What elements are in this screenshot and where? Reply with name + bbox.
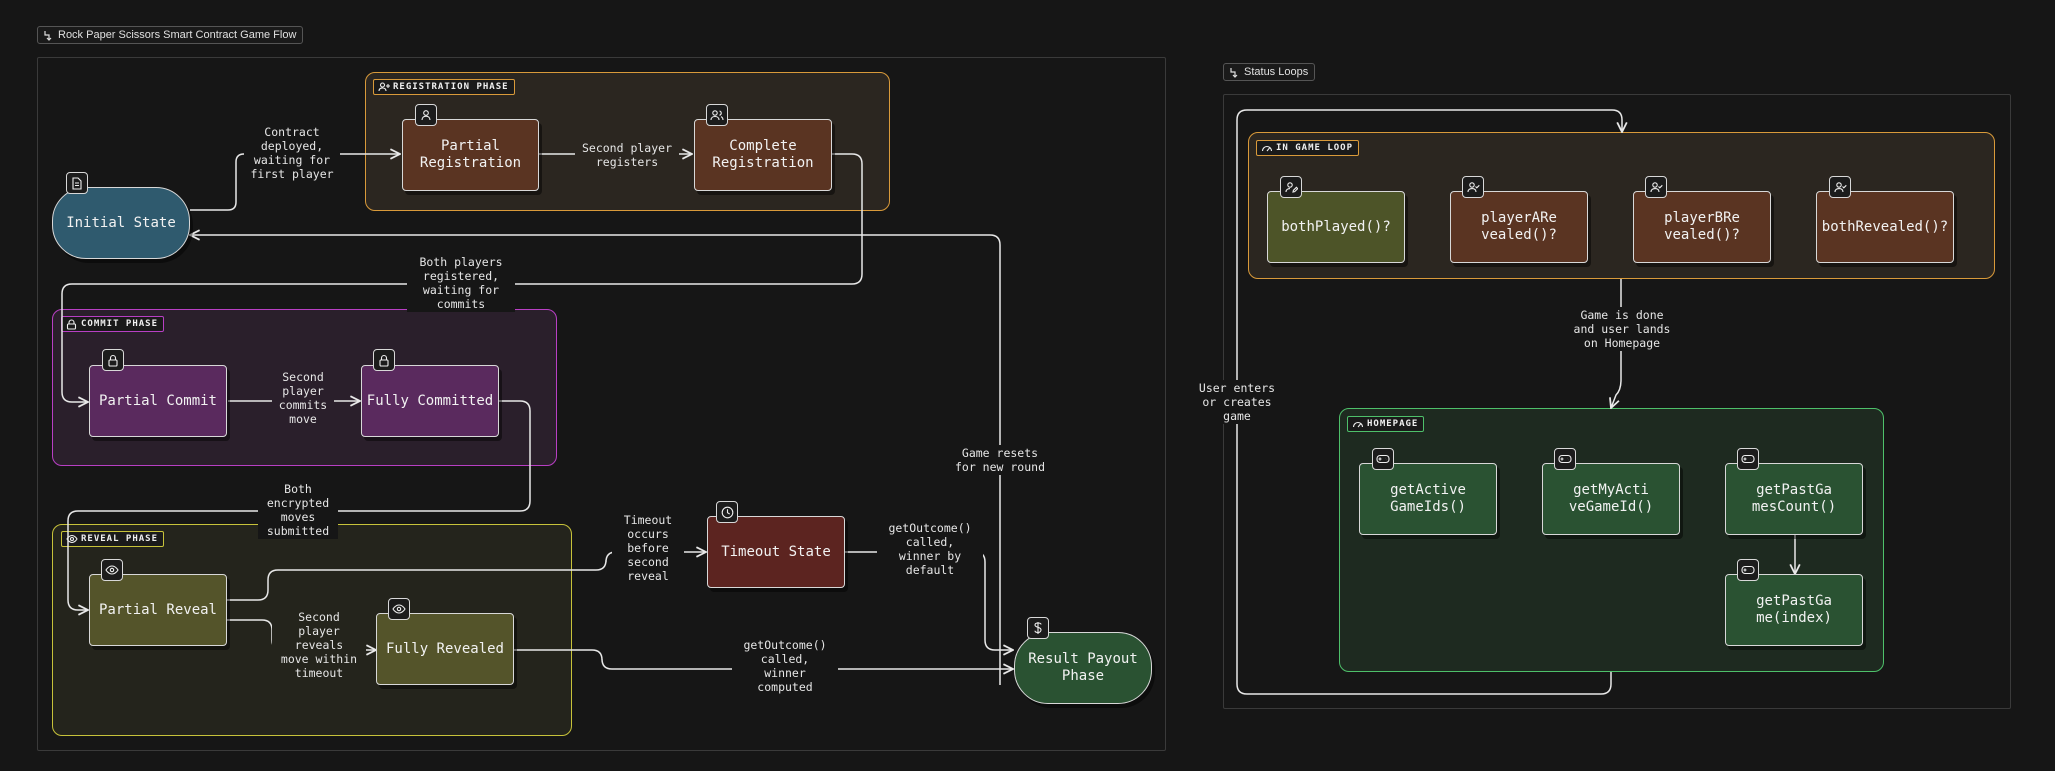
node-both-revealed[interactable]: bothRevealed()? [1816, 191, 1954, 263]
user-icon [415, 104, 437, 126]
edge-outcome-computed [514, 649, 1013, 669]
node-fully-committed[interactable]: Fully Committed [361, 365, 499, 437]
node-player-b-revealed[interactable]: playerBRe vealed()? [1633, 191, 1771, 263]
clock-icon [716, 501, 738, 523]
eye-icon [101, 559, 123, 581]
user-pen-icon [1280, 176, 1302, 198]
registration-phase-label: REGISTRATION PHASE [373, 79, 515, 95]
edge-label-game-done: Game is done and user lands on Homepage [1566, 307, 1678, 351]
gamepad-icon [1554, 448, 1576, 470]
edge-game-done [1611, 279, 1622, 408]
eye-icon [66, 534, 78, 547]
node-get-active-game-ids[interactable]: getActive GameIds() [1359, 463, 1497, 535]
gamepad-icon [1737, 448, 1759, 470]
edge-timeout-occurs [227, 552, 706, 601]
homepage-label: HOMEPAGE [1347, 416, 1425, 432]
edge-game-resets [190, 235, 1001, 685]
users-icon [706, 104, 728, 126]
edge-contract-deployed [190, 154, 400, 211]
lock-icon [373, 349, 395, 371]
flow-icon [43, 30, 54, 44]
edge-label-timeout-occurs: Timeout occurs before second reveal [612, 512, 684, 584]
dollar-icon [1027, 617, 1049, 639]
node-timeout-state[interactable]: Timeout State [707, 516, 845, 588]
edge-label-user-enters: User enters or creates game [1193, 380, 1281, 424]
eye-icon [388, 598, 410, 620]
node-partial-reveal[interactable]: Partial Reveal [89, 574, 227, 646]
node-get-past-games-count[interactable]: getPastGa mesCount() [1725, 463, 1863, 535]
document-icon [66, 172, 88, 194]
edge-label-both-submitted: Both encrypted moves submitted [258, 481, 338, 539]
edge-label-game-resets: Game resets for new round [945, 445, 1055, 475]
commit-phase-label: COMMIT PHASE [61, 316, 165, 333]
node-partial-commit[interactable]: Partial Commit [89, 365, 227, 437]
gamepad-icon [1737, 559, 1759, 581]
in-game-loop-label: IN GAME LOOP [1256, 140, 1360, 156]
gauge-icon [1261, 143, 1273, 156]
edge-label-second-player-commits: Second player commits move [272, 369, 334, 427]
node-both-played[interactable]: bothPlayed()? [1267, 191, 1405, 263]
gauge-icon [1352, 419, 1364, 432]
node-initial-state[interactable]: Initial State [52, 187, 190, 259]
node-complete-registration[interactable]: Complete Registration [694, 119, 832, 191]
user-check-icon [1645, 176, 1667, 198]
flow-icon [1229, 67, 1240, 81]
lock-icon [102, 349, 124, 371]
edge-label-outcome-computed: getOutcome() called, winner computed [732, 637, 838, 695]
user-check-icon [1462, 176, 1484, 198]
edge-label-outcome-default: getOutcome() called, winner by default [877, 520, 983, 578]
node-fully-revealed[interactable]: Fully Revealed [376, 613, 514, 685]
node-partial-registration[interactable]: Partial Registration [402, 119, 539, 191]
node-get-past-game[interactable]: getPastGa me(index) [1725, 574, 1863, 646]
edge-label-contract-deployed: Contract deployed, waiting for first pla… [244, 124, 340, 182]
node-player-a-revealed[interactable]: playerARe vealed()? [1450, 191, 1588, 263]
user-plus-icon [378, 82, 390, 95]
edge-label-second-player-registers: Second player registers [575, 140, 679, 170]
node-get-my-active-game-id[interactable]: getMyActi veGameId() [1542, 463, 1680, 535]
node-result-payout[interactable]: Result Payout Phase [1014, 632, 1152, 704]
game-flow-frame-label: Rock Paper Scissors Smart Contract Game … [37, 26, 304, 44]
reveal-phase-label: REVEAL PHASE [61, 531, 165, 547]
edge-label-both-registered: Both players registered, waiting for com… [407, 254, 515, 312]
game-flow-frame [37, 57, 1166, 751]
user-check-icon [1829, 176, 1851, 198]
status-loops-frame-label: Status Loops [1223, 63, 1316, 81]
edge-label-second-player-reveals: Second player reveals move within timeou… [272, 609, 366, 681]
lock-icon [66, 319, 77, 333]
gamepad-icon [1372, 448, 1394, 470]
